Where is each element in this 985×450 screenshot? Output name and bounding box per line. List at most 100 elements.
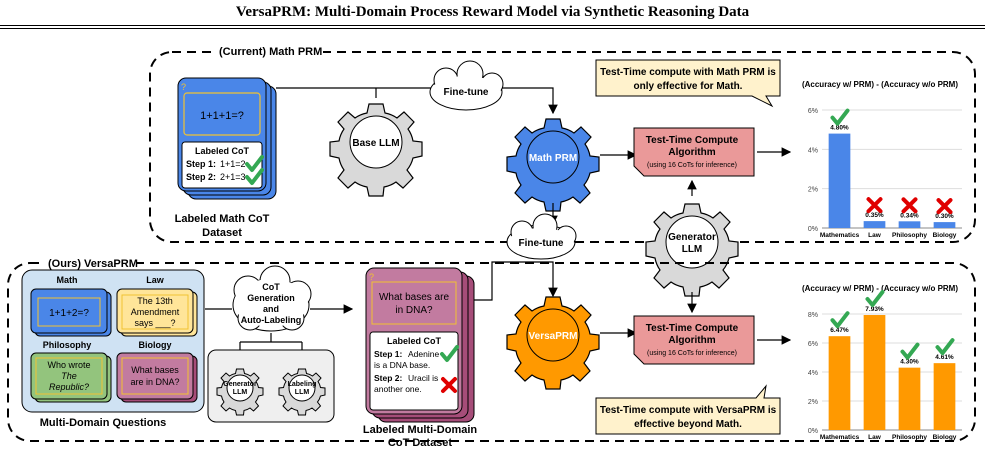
x-tick-label: Mathematics (820, 434, 860, 441)
y-tick-label: 4% (808, 147, 818, 154)
versaprm-label: VersaPRM (529, 331, 578, 342)
callout-bottom (595, 384, 781, 435)
math-prm-label: Math PRM (529, 153, 577, 164)
domain-math-label: Math (57, 275, 78, 285)
cloud-line4: Auto-Labeling (241, 315, 302, 325)
ttc-bottom-line2: Algorithm (668, 335, 715, 346)
callout-top-line2: only effective for Math. (634, 81, 743, 92)
law-question-card (116, 288, 194, 334)
data-label: 0.30% (935, 213, 954, 220)
phil-q1: Who wrote (47, 360, 90, 370)
x-tick-label: Mathematics (820, 232, 860, 239)
y-tick-label: 0% (808, 428, 818, 435)
cross-icon (866, 197, 883, 214)
ttc-top-line3: (using 16 CoTs for inference) (647, 162, 737, 169)
finetune-label-top: Fine-tune (444, 87, 489, 98)
math-dataset-label-2: Dataset (202, 227, 242, 239)
top-rule (0, 25, 985, 26)
cloud-line2: Generation (247, 293, 295, 303)
x-tick-label: Philosophy (892, 434, 927, 441)
questions-label: Multi-Domain Questions (40, 417, 167, 429)
x-tick-label: Law (868, 434, 882, 441)
math-dataset-label-1: Labeled Math CoT (175, 213, 270, 225)
generator-small-line1: Generator (223, 381, 257, 388)
cot-header: Labeled CoT (195, 146, 250, 156)
check-icon (900, 342, 920, 360)
y-tick-label: 4% (808, 370, 818, 377)
check-icon (865, 290, 885, 308)
callout-top-line1: Test-Time compute with Math PRM is (600, 67, 776, 78)
bar (863, 221, 886, 228)
b-step1-b: is a DNA base. (374, 360, 430, 370)
multi-dataset-label-1: Labeled Multi-Domain (363, 424, 478, 436)
figure-title: VersaPRM: Multi-Domain Process Reward Mo… (235, 4, 750, 20)
cross-icon (936, 198, 953, 215)
ours-section-label: (Ours) VersaPRM (48, 258, 138, 270)
philosophy-question-card (30, 352, 108, 400)
generator-small-line2: LLM (233, 389, 248, 396)
svg-text:?: ? (369, 272, 374, 282)
callout-top (595, 59, 781, 108)
x-tick-label: Philosophy (892, 232, 927, 239)
callout-bottom-line1: Test-Time compute with VersaPRM is (600, 405, 777, 416)
domain-biology-label: Biology (139, 340, 172, 350)
ttc-top-line1: Test-Time Compute (646, 135, 739, 146)
step2-prefix: Step 2: (186, 172, 216, 182)
check-icon (830, 108, 850, 126)
x-tick-label: Biology (933, 434, 957, 441)
bar (828, 133, 851, 228)
math-question: 1+1+1=? (200, 110, 244, 122)
generator-line1: Generator (668, 232, 716, 243)
generator-line2: LLM (682, 244, 703, 255)
y-tick-label: 6% (808, 108, 818, 115)
svg-text:?: ? (181, 82, 186, 92)
law-q1: The 13th (137, 296, 173, 306)
bar (933, 222, 956, 228)
labeling-small-line2: LLM (295, 389, 310, 396)
chart-title: (Accuracy w/ PRM) - (Accuracy w/o PRM) (802, 80, 958, 89)
data-label: 4.30% (900, 359, 919, 366)
b-step2-a: Uracil is (408, 373, 438, 383)
b-step1-prefix: Step 1: (374, 349, 403, 359)
check-icon (830, 311, 850, 329)
law-q3: says ___? (134, 318, 175, 328)
cross-icon (901, 197, 918, 214)
bottom-chart: (Accuracy w/ PRM) - (Accuracy w/o PRM) 0%… (802, 284, 962, 441)
y-tick-label: 0% (808, 226, 818, 233)
top-chart: (Accuracy w/ PRM) - (Accuracy w/o PRM) 0%… (802, 80, 962, 239)
labeling-small-line1: Labeling (288, 381, 317, 388)
ttc-bottom-line3: (using 16 CoTs for inference) (647, 350, 737, 357)
finetune-cloud-bottom (506, 213, 577, 260)
domain-law-label: Law (146, 275, 165, 285)
finetune-cloud-top (429, 60, 504, 111)
card-q2: in DNA? (395, 305, 433, 316)
data-label: 0.35% (865, 212, 884, 219)
data-label: 6.47% (830, 327, 849, 334)
bar (898, 367, 921, 430)
chart-title: (Accuracy w/ PRM) - (Accuracy w/o PRM) (802, 284, 958, 293)
bio-q1: What bases (131, 365, 179, 375)
bio-q2: are in DNA? (130, 377, 179, 387)
check-icon (935, 338, 955, 356)
y-tick-label: 6% (808, 341, 818, 348)
step2-text: 2+1=3 (220, 172, 246, 182)
card-q1: What bases are (379, 292, 449, 303)
cot-header-bottom: Labeled CoT (387, 336, 442, 346)
bar (898, 221, 921, 228)
current-section-label: (Current) Math PRM (219, 46, 322, 58)
top-rule-2 (0, 28, 985, 29)
data-label: 0.34% (900, 212, 919, 219)
callout-bottom-line2: effective beyond Math. (634, 419, 742, 430)
phil-q2: The (61, 371, 77, 381)
ttc-algorithm-bottom (633, 315, 755, 365)
biology-question-card (116, 352, 194, 400)
x-tick-label: Biology (933, 232, 957, 239)
data-label: 4.61% (935, 354, 954, 361)
cloud-line1: CoT (262, 282, 280, 292)
cloud-line3: and (263, 304, 279, 314)
x-tick-label: Law (868, 232, 882, 239)
math-question-card (30, 288, 108, 334)
law-q2: Amendment (131, 307, 180, 317)
finetune-label-bottom: Fine-tune (519, 238, 564, 249)
ours-section-border (7, 262, 976, 442)
